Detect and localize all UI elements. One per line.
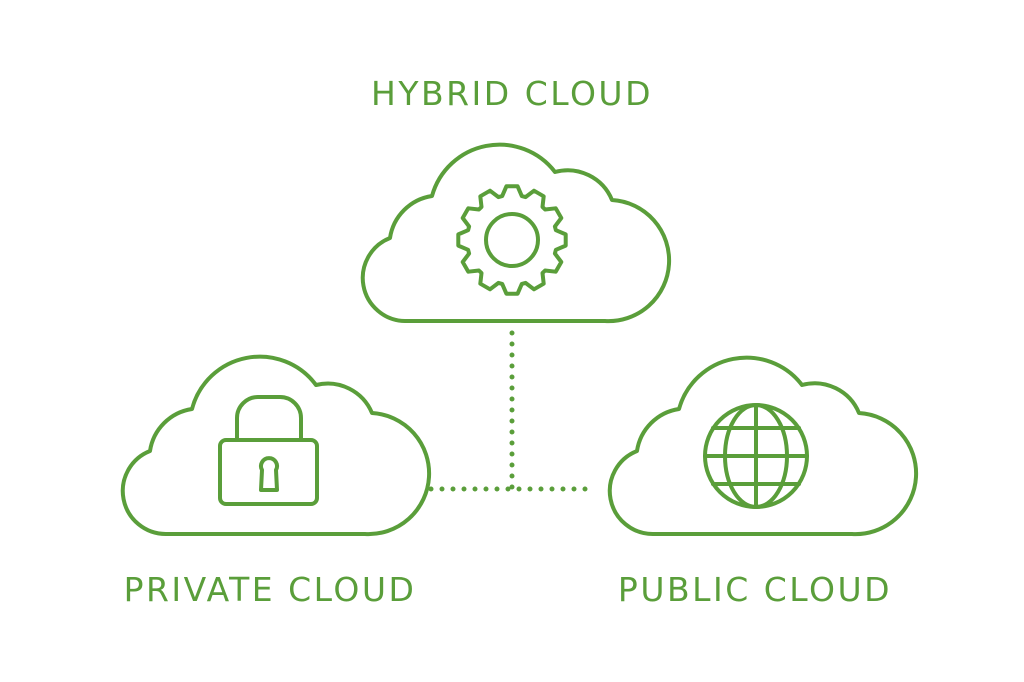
private-cloud-label: PRIVATE CLOUD xyxy=(123,570,417,609)
gear-hub xyxy=(484,212,540,268)
private-cloud-outline xyxy=(120,354,432,537)
padlock-icon xyxy=(218,395,319,506)
padlock-body xyxy=(218,438,319,506)
keyhole-icon xyxy=(259,456,279,492)
gear-teeth xyxy=(456,184,568,296)
private-cloud-node xyxy=(120,354,432,537)
globe-icon xyxy=(703,403,809,509)
public-cloud-node xyxy=(607,355,919,537)
hybrid-cloud-label: HYBRID CLOUD xyxy=(371,74,653,113)
public-cloud-label: PUBLIC CLOUD xyxy=(617,570,893,609)
hybrid-cloud-outline xyxy=(360,142,672,324)
gear-icon xyxy=(456,184,568,296)
public-cloud-outline xyxy=(607,355,919,537)
padlock-shackle xyxy=(235,395,303,442)
connectors xyxy=(428,330,596,492)
hybrid-cloud-node xyxy=(360,142,672,324)
